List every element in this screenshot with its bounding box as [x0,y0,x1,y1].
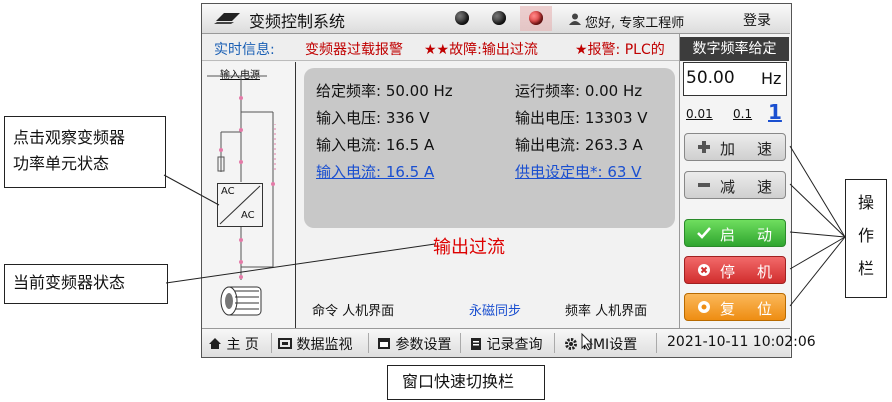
datetime: 2021-10-11 10:02:06 [667,334,816,350]
nav-records[interactable]: 记录查询 [470,334,542,354]
home-icon [209,338,221,349]
start-label: 启动 [720,226,795,244]
accelerate-button[interactable]: 加速 [684,133,786,161]
nav-records-label: 记录查询 [486,337,543,353]
reset-label: 复位 [720,300,795,318]
nav-bar: 主 页 数据监视 参数设置 记录查询 HMI设置 2021-10-11 10:0… [202,328,816,357]
input-current-link[interactable]: 输入电流: 16.5 A [316,163,435,181]
start-button[interactable]: 启动 [684,219,786,247]
callout-char: 栏 [858,259,875,278]
nav-monitor-label: 数据监视 [296,337,353,353]
realtime-label: 实时信息: [214,42,275,58]
realtime-item: ★★故障:输出过流 [424,42,538,58]
status-led-2-icon [492,11,506,25]
plus-icon [698,141,710,153]
decelerate-button[interactable]: 减速 [684,171,786,199]
monitor-icon [278,338,292,349]
brand-logo-icon [214,13,240,24]
nav-params[interactable]: 参数设置 [377,334,451,354]
output-current: 输出电流: 263.3 A [515,136,643,154]
step-0-1-button[interactable]: 0.1 [733,107,753,121]
digital-frequency-header: 数字频率给定 [680,37,789,61]
nav-home[interactable]: 主 页 [208,334,259,354]
callout-line: 窗口快速切换栏 [402,372,515,391]
check-icon [697,227,711,239]
title-bar: 变频控制系统 您好, 专家工程师 登录 [202,4,790,34]
reset-button[interactable]: 复位 [684,293,786,321]
user-icon [569,13,581,25]
nav-hmi-label: HMI设置 [582,337,638,353]
callout-power-unit: 点击观察变频器 功率单元状态 [4,116,166,188]
greeting-text: 您好, 专家工程师 [585,16,685,31]
minus-icon [698,183,710,187]
inverter-status: 输出过流 [433,237,505,258]
nav-divider [554,333,555,353]
ac-ac-converter-icon[interactable]: AC AC [217,183,263,227]
callout-char: 操 [858,193,875,212]
supply-setting-link[interactable]: 供电设定电*: 63 V [515,163,642,181]
frequency-value: 50.00 [686,68,735,88]
motor-icon [220,286,262,316]
stop-label: 停机 [720,263,795,281]
nav-divider [656,333,657,353]
motor-mode: 永磁同步 [469,304,522,319]
stop-circle-icon [698,264,710,276]
reset-circle-icon [698,301,710,313]
given-frequency: 给定频率: 50.00 Hz [316,82,453,100]
nav-divider [460,333,461,353]
nav-divider [271,333,272,353]
realtime-item: 变频器过载报警 [305,42,403,58]
alarm-led-icon [529,11,543,25]
command-source: 命令 人机界面 [312,304,395,319]
app-title: 变频控制系统 [249,12,346,31]
nav-monitor[interactable]: 数据监视 [278,334,352,354]
document-icon [471,338,481,350]
run-frequency: 运行频率: 0.00 Hz [515,82,643,100]
power-unit-diagram[interactable]: 输入电源 AC AC [203,62,296,328]
decelerate-label: 减速 [720,178,795,196]
callout-line: 点击观察变频器 [13,128,126,147]
frequency-input[interactable]: 50.00 Hz [683,62,787,96]
input-voltage: 输入电压: 336 V [316,109,430,127]
converter-label-bottom: AC [241,210,255,221]
data-panel: 给定频率: 50.00 Hz 运行频率: 0.00 Hz 输入电压: 336 V… [304,68,675,228]
callout-operation-bar: 操 作 栏 [845,179,887,298]
nav-divider [368,333,369,353]
nav-hmi[interactable]: HMI设置 [564,334,637,354]
converter-label-top: AC [221,186,235,197]
input-current: 输入电流: 16.5 A [316,136,435,154]
callout-char: 作 [858,226,875,245]
mouse-cursor-icon [581,333,594,351]
step-1-button[interactable]: 1 [768,100,782,124]
accelerate-label: 加速 [720,140,795,158]
nav-params-label: 参数设置 [395,337,452,353]
callout-inverter-status: 当前变频器状态 [4,264,168,304]
realtime-info-bar: 实时信息: 变频器过载报警 ★★故障:输出过流 ★报警: PLC的 [202,34,679,61]
callout-line: 当前变频器状态 [13,273,126,292]
step-0-01-button[interactable]: 0.01 [686,107,713,121]
nav-home-label: 主 页 [226,337,259,353]
settings-window-icon [378,338,390,349]
callout-line: 功率单元状态 [13,154,110,173]
stop-button[interactable]: 停机 [684,256,786,284]
realtime-item: ★报警: PLC的 [575,42,665,58]
frequency-source: 频率 人机界面 [565,304,648,319]
output-voltage: 输出电压: 13303 V [515,109,648,127]
gear-icon [565,338,577,350]
frequency-unit: Hz [761,69,782,88]
login-button[interactable]: 登录 [743,13,771,29]
status-led-1-icon [455,11,469,25]
callout-window-switch: 窗口快速切换栏 [387,365,545,400]
